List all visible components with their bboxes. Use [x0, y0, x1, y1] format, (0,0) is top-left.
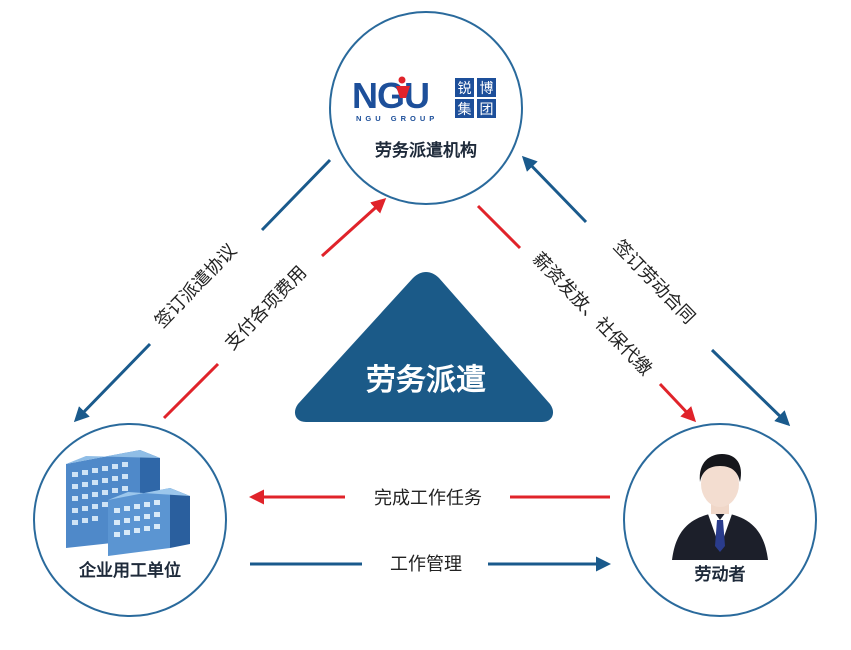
agency-node-circle: [329, 11, 523, 205]
edge-complete-tasks: 完成工作任务: [249, 488, 610, 509]
edge-label-dispatch-agreement: 签订派遣协议: [151, 240, 241, 332]
logo-char-box-2: [477, 78, 496, 97]
ngu-logo: NGU NGU GROUP 锐 博 集 团: [352, 75, 496, 123]
logo-char-4: 团: [480, 102, 494, 118]
logo-char-3: 集: [458, 101, 472, 118]
agency-label: 劳务派遣机构: [375, 140, 477, 161]
office-building-icon: [66, 450, 190, 556]
center-label: 劳务派遣: [366, 363, 486, 398]
edge-work-management: 工作管理: [250, 554, 611, 575]
center-triangle: [294, 272, 554, 422]
edge-label-work-management: 工作管理: [390, 554, 462, 575]
logo-char-box-3: [455, 99, 474, 118]
edge-label-labor-contract: 签订劳动合同: [609, 236, 699, 328]
edge-label-pay-fees: 支付各项费用: [221, 262, 311, 354]
logo-char-2: 博: [480, 80, 494, 97]
logo-subtext: NGU GROUP: [356, 114, 438, 123]
logo-char-box-4: [477, 99, 496, 118]
logo-mark: NGU: [352, 75, 429, 116]
logo-figure-icon: [396, 76, 410, 98]
businessman-avatar-icon: [672, 454, 768, 560]
logo-char-box-1: [455, 78, 474, 97]
employer-label: 企业用工单位: [78, 560, 181, 581]
edge-label-complete-tasks: 完成工作任务: [374, 488, 482, 509]
logo-char-1: 锐: [458, 81, 472, 97]
worker-label: 劳动者: [695, 564, 746, 585]
